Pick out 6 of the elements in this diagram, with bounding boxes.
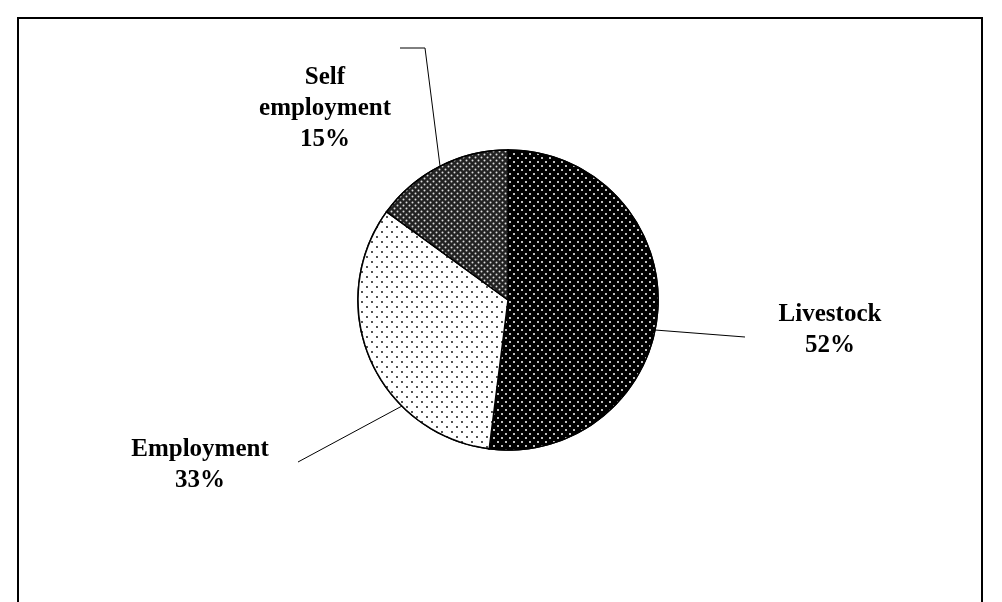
category-label: Employment bbox=[130, 433, 270, 463]
category-label: Livestock bbox=[777, 298, 883, 328]
category-label: Self employment bbox=[258, 61, 392, 122]
percent-label: 52% bbox=[804, 329, 856, 359]
percent-label: 15% bbox=[299, 123, 351, 153]
percent-label: 33% bbox=[174, 464, 226, 494]
